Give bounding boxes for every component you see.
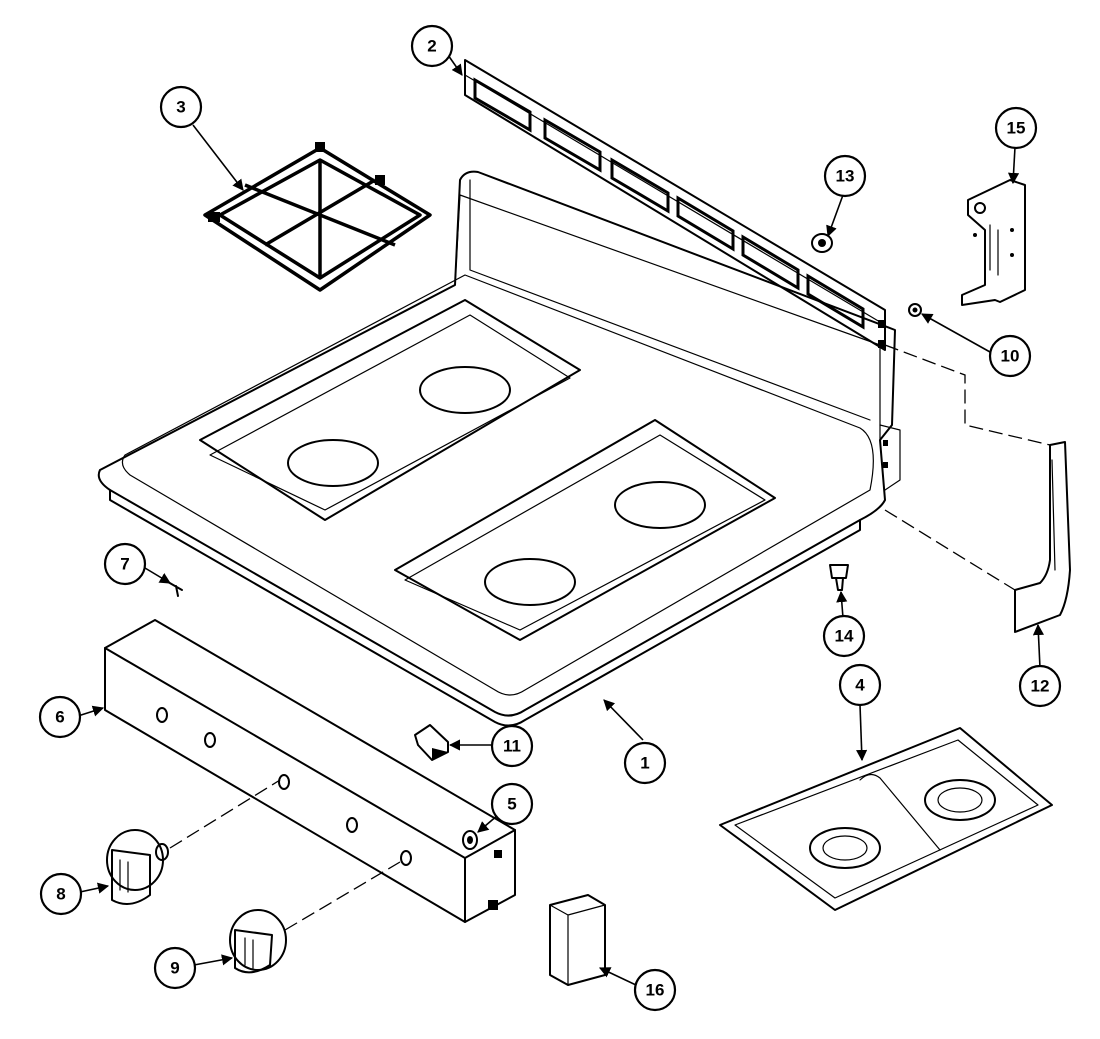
screw-10-part	[908, 303, 922, 317]
callout-5-label: 5	[507, 795, 516, 814]
callout-16-label: 16	[646, 981, 665, 1000]
callout-4-label: 4	[855, 676, 865, 695]
callout-leaders	[77, 54, 1045, 986]
callout-5: 5	[490, 782, 534, 826]
callout-7: 7	[103, 542, 147, 586]
callout-6: 6	[38, 695, 82, 739]
callout-9-label: 9	[170, 959, 179, 978]
callout-12: 12	[1018, 664, 1062, 708]
callout-1: 1	[623, 741, 667, 785]
callout-2-label: 2	[427, 37, 436, 56]
bracket-15-part	[961, 179, 1026, 306]
control-panel-part	[104, 619, 516, 923]
clip-11-part	[414, 724, 449, 761]
callout-1-label: 1	[640, 754, 649, 773]
callout-15-label: 15	[1007, 119, 1026, 138]
callout-6-label: 6	[55, 708, 64, 727]
main-cooktop-part	[97, 170, 1051, 727]
grommet-13-part	[811, 233, 833, 253]
callout-15: 15	[994, 106, 1038, 150]
callout-8: 8	[39, 872, 83, 916]
callout-4: 4	[838, 663, 882, 707]
callout-3-label: 3	[176, 98, 185, 117]
callout-11: 11	[490, 724, 534, 768]
box-16-part	[549, 894, 606, 986]
knob-9-part	[229, 861, 401, 974]
callout-9: 9	[153, 946, 197, 990]
callout-10: 10	[988, 334, 1032, 378]
callout-2: 2	[410, 24, 454, 68]
side-trim-12-part	[1014, 441, 1071, 633]
callout-7-label: 7	[120, 555, 129, 574]
callout-16: 16	[633, 968, 677, 1012]
drip-tray-part	[719, 727, 1053, 911]
callout-14: 14	[822, 614, 866, 658]
callout-3: 3	[159, 85, 203, 129]
callout-14-label: 14	[835, 627, 854, 646]
callout-10-label: 10	[1001, 347, 1020, 366]
callout-11-label: 11	[503, 737, 521, 756]
callout-12-label: 12	[1031, 677, 1050, 696]
screw-5-part	[462, 830, 478, 850]
callout-13-label: 13	[836, 167, 855, 186]
leveling-foot-14-part	[829, 564, 849, 591]
callout-8-label: 8	[56, 885, 65, 904]
callout-13: 13	[823, 154, 867, 198]
burner-grate-part	[203, 142, 432, 292]
back-trim-part	[464, 59, 886, 351]
knob-8-part	[106, 779, 281, 905]
pin-7-part	[167, 581, 183, 597]
